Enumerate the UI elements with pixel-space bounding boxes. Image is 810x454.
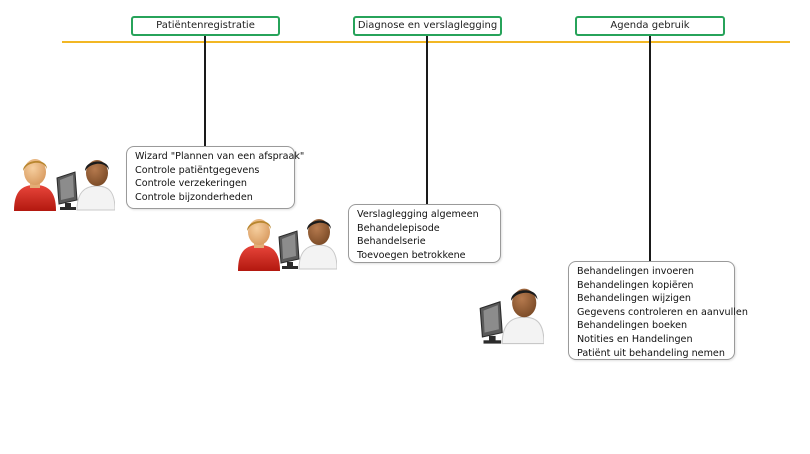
task-item: Behandelingen wijzigen [577,293,692,305]
phase-title: Patiëntenregistratie [156,20,255,31]
patient-person-icon [238,219,280,271]
phase-header-diagnosis: Diagnose en verslaglegging [353,16,502,36]
task-item: Notities en Handelingen [577,333,693,345]
task-item: Behandelserie [357,236,426,248]
staff-at-computer-icon [56,160,115,211]
patient-person-icon [14,159,56,211]
phase-connector [204,36,206,146]
phase-title: Agenda gebruik [610,20,690,31]
staff-at-computer-icon [278,219,337,270]
phase-connector [426,36,428,204]
task-box-agenda: Behandelingen invoeren Behandelingen kop… [568,261,748,360]
task-item: Controle verzekeringen [135,178,247,190]
task-item: Wizard "Plannen van een afspraak" [135,151,305,162]
task-item: Patiënt uit behandeling nemen [577,347,725,359]
task-item: Behandelingen invoeren [577,266,694,277]
phase-header-registration: Patiëntenregistratie [131,16,280,36]
phase-title: Diagnose en verslaglegging [357,20,498,31]
phase-header-agenda: Agenda gebruik [575,16,725,36]
task-item: Controle bijzonderheden [135,191,253,203]
task-item: Verslaglegging algemeen [357,209,479,220]
task-item: Controle patiëntgegevens [135,164,260,176]
task-item: Gegevens controleren en aanvullen [577,306,748,318]
staff-at-computer-icon [479,288,544,345]
task-item: Behandelepisode [357,222,440,234]
task-item: Behandelingen boeken [577,320,688,332]
task-item: Toevoegen betrokkene [357,249,466,261]
task-box-diagnosis: Verslaglegging algemeen Behandelepisode … [348,204,501,263]
task-box-registration: Wizard "Plannen van een afspraak" Contro… [126,146,305,209]
phase-connector [649,36,651,261]
task-item: Behandelingen kopiëren [577,279,694,291]
